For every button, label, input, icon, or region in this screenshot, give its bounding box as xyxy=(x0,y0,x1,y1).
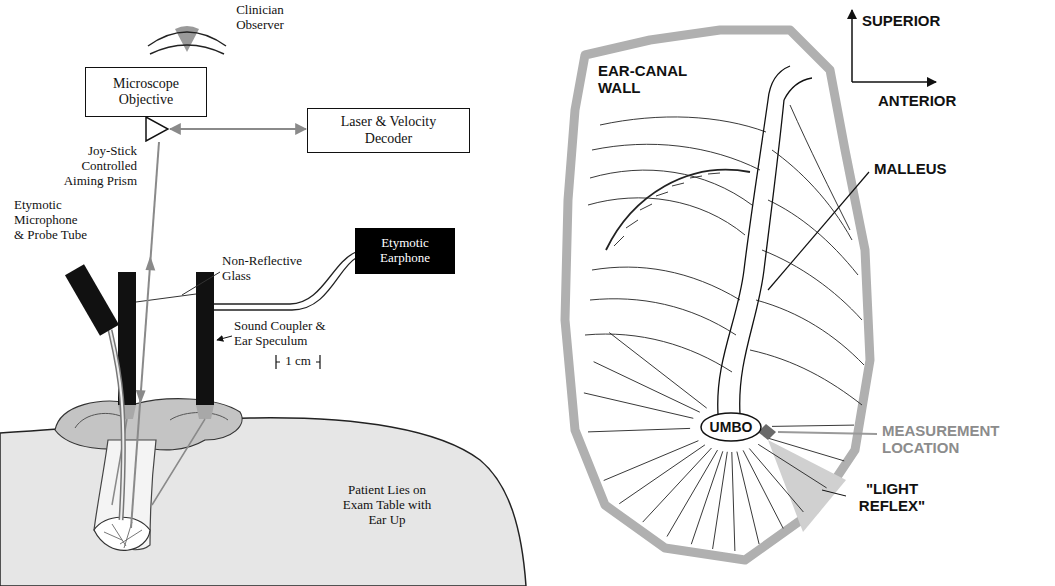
speculum-wall xyxy=(196,272,214,405)
earphone-box: Etymotic Earphone xyxy=(355,228,455,274)
scale-bar xyxy=(276,355,320,369)
beam-line xyxy=(131,142,159,528)
membrane-fibers xyxy=(585,105,864,405)
aiming-prism: Joy-Stick Controlled Aiming Prism xyxy=(145,116,169,142)
malleus xyxy=(718,66,812,414)
observer-eye xyxy=(148,26,226,54)
radial-fiber xyxy=(584,393,693,418)
eye-arc xyxy=(150,45,224,54)
tube-wall xyxy=(214,252,356,304)
view-wedge xyxy=(175,26,199,52)
radial-fiber xyxy=(691,451,723,544)
leader-line xyxy=(182,272,220,295)
speculum-tip xyxy=(196,405,214,419)
part-label: EAR-CANAL WALL xyxy=(598,62,694,97)
part-label: Etymotic Microphone & Probe Tube xyxy=(14,198,90,243)
beam-connector xyxy=(170,128,306,130)
laser-beam xyxy=(131,142,159,528)
prism-outline xyxy=(146,117,168,141)
eye-arc xyxy=(148,32,226,46)
radial-fiber xyxy=(619,445,705,504)
radial-fiber xyxy=(767,438,844,461)
light-reflex xyxy=(768,440,846,532)
patient-head xyxy=(0,399,526,586)
leader-line xyxy=(822,490,846,496)
box-label: Microscope Objective xyxy=(94,76,198,108)
leader-line xyxy=(778,432,877,434)
radial-fiber xyxy=(604,441,699,481)
axis-arrow xyxy=(851,10,853,82)
beam-arrowhead xyxy=(136,390,146,404)
part-label: Non-Reflective Glass xyxy=(222,254,310,284)
umbo-ellipse: UMBO xyxy=(700,412,762,442)
leader-arrow xyxy=(217,336,232,340)
eardrum xyxy=(94,517,150,550)
prism-label: Joy-Stick Controlled Aiming Prism xyxy=(43,144,137,189)
ellipse-outline xyxy=(701,413,761,441)
note-label: Patient Lies on Exam Table with Ear Up xyxy=(342,483,432,528)
radial-fiber xyxy=(588,428,690,432)
laser-box: Laser & Velocity Decoder xyxy=(307,108,470,153)
radial-fiber xyxy=(758,444,826,488)
prism-shape xyxy=(145,116,169,142)
radial-fiber xyxy=(713,452,728,549)
part-label: MEASUREMENT LOCATION xyxy=(882,422,1032,457)
radial-fiber xyxy=(667,450,718,536)
direction-label: SUPERIOR xyxy=(862,12,972,29)
radial-fiber xyxy=(594,362,700,413)
eardrum-detail xyxy=(104,522,142,548)
microphone xyxy=(65,264,123,520)
radial-fiber xyxy=(772,425,854,426)
radial-fiber xyxy=(732,452,735,551)
axis-arrow xyxy=(852,81,936,83)
radial-fiber xyxy=(643,448,712,522)
leader-line xyxy=(768,172,869,290)
ear-canal-wall xyxy=(565,30,870,560)
microscope-box: Microscope Objective xyxy=(85,67,207,117)
dimension-label: 1 cm xyxy=(280,354,316,369)
part-label: MALLEUS xyxy=(874,160,974,177)
box-label: Laser & Velocity Decoder xyxy=(333,114,445,146)
part-label: UMBO xyxy=(710,419,753,435)
direction-label: ANTERIOR xyxy=(878,92,988,109)
part-label: Sound Coupler & Ear Speculum xyxy=(234,319,340,349)
beam-arrowhead xyxy=(146,256,156,271)
earphone-tube xyxy=(214,252,356,310)
speculum-funnel xyxy=(112,419,205,505)
ear-speculum xyxy=(112,272,220,505)
microphone-body xyxy=(65,264,119,336)
radial-fiber xyxy=(609,333,707,409)
probe-tube xyxy=(110,330,123,520)
box-label: Etymotic Earphone xyxy=(362,236,448,266)
radial-fibers xyxy=(584,333,854,552)
radial-fiber xyxy=(749,449,803,513)
radial-fiber xyxy=(743,450,783,528)
glass-window xyxy=(136,294,196,302)
radial-fiber xyxy=(737,452,759,544)
part-label: "LIGHT REFLEX" xyxy=(850,480,934,515)
observer-label: Clinician Observer xyxy=(228,3,292,33)
probe-tube xyxy=(110,330,123,520)
